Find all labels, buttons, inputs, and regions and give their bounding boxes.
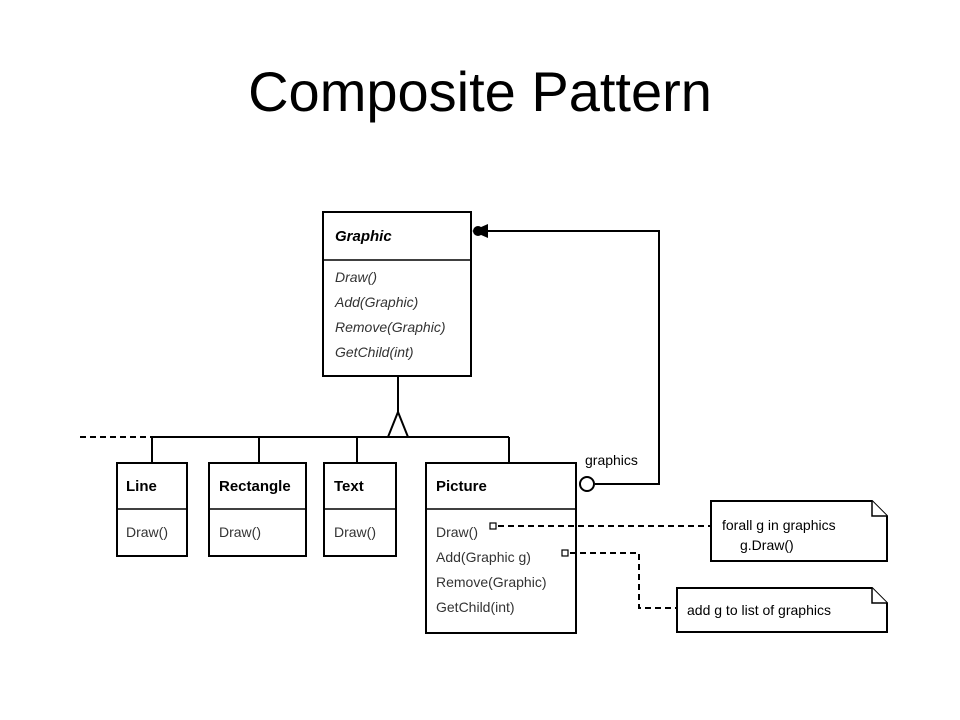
multiplicity-dot-icon — [473, 226, 483, 236]
class-graphic-name: Graphic — [335, 228, 392, 245]
note-fold-icon — [871, 501, 887, 517]
line-op-draw: Draw() — [126, 524, 168, 540]
text-op-draw: Draw() — [334, 524, 376, 540]
graphic-op-remove: Remove(Graphic) — [335, 319, 445, 335]
class-picture-name: Picture — [436, 478, 487, 495]
note-draw: forall g in graphics g.Draw() — [489, 500, 888, 562]
class-line-name: Line — [126, 478, 157, 495]
note-add: add g to list of graphics — [561, 549, 888, 633]
picture-op-draw: Draw() — [436, 524, 478, 540]
page-title: Composite Pattern — [248, 60, 712, 123]
note-draw-line-1: forall g in graphics — [722, 517, 836, 533]
class-rectangle-name: Rectangle — [219, 478, 291, 495]
class-rectangle: Rectangle Draw() — [208, 462, 307, 557]
graphic-op-getchild: GetChild(int) — [335, 344, 414, 360]
aggregation-label: graphics — [585, 452, 638, 468]
note-fold-icon — [871, 588, 887, 604]
picture-op-add: Add(Graphic g) — [436, 549, 531, 565]
note-add-line-1: add g to list of graphics — [687, 602, 831, 618]
inheritance-connector — [80, 376, 510, 463]
aggregation-diamond-icon — [579, 476, 595, 492]
picture-op-getchild: GetChild(int) — [436, 599, 515, 615]
aggregation-graphics: graphics — [472, 224, 660, 492]
class-line: Line Draw() — [116, 462, 188, 557]
class-graphic: Graphic Draw() Add(Graphic) Remove(Graph… — [322, 211, 472, 377]
class-picture: Picture Draw() Add(Graphic g) Remove(Gra… — [425, 462, 577, 634]
class-text: Text Draw() — [323, 462, 397, 557]
rectangle-op-draw: Draw() — [219, 524, 261, 540]
graphic-op-draw: Draw() — [335, 269, 377, 285]
picture-op-remove: Remove(Graphic) — [436, 574, 546, 590]
graphic-op-add: Add(Graphic) — [334, 294, 418, 310]
class-text-name: Text — [334, 478, 364, 495]
note-draw-line-2: g.Draw() — [740, 537, 794, 553]
